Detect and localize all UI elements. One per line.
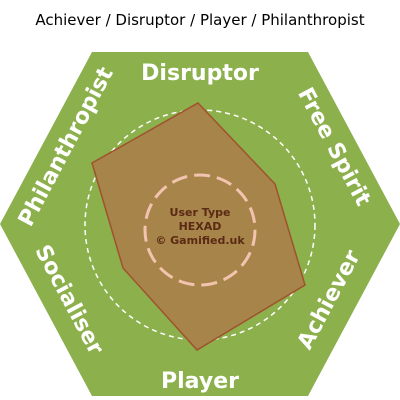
inner-dashed-circle: [143, 173, 257, 287]
user-type-profile-polygon: [91, 102, 306, 351]
label-disruptor: Disruptor: [141, 61, 259, 86]
center-line-hexad: HEXAD: [179, 220, 222, 233]
center-line-user-type: User Type: [170, 206, 231, 219]
page-title: Achiever / Disruptor / Player / Philanth…: [35, 11, 365, 29]
center-line-copyright: © Gamified.uk: [155, 234, 245, 247]
label-player: Player: [161, 369, 239, 394]
